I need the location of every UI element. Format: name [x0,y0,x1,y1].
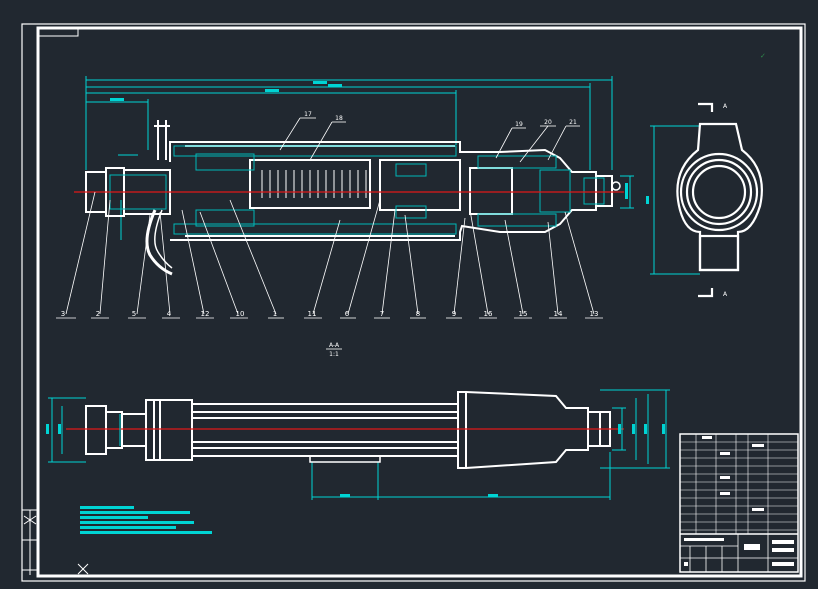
sheet-border [21,23,806,582]
right-dimensions [620,175,634,209]
part-number-3: 3 [61,310,65,318]
top-dimensions [85,76,613,240]
part-number-9: 9 [452,310,456,318]
corner-mark [77,563,89,575]
part-callouts: 3 2 5 4 12 10 1 11 6 7 8 9 16 1 [56,310,603,319]
part-number-5: 5 [132,310,136,318]
part-number-11: 11 [308,310,317,318]
part-number-7: 7 [380,310,384,318]
nozzle-end [611,181,621,191]
section-mark-top: A [723,103,728,110]
part-number-10: 10 [236,310,245,318]
part-number-8: 8 [416,310,420,318]
end-view: A A ✓ [646,52,766,298]
body-outline [85,120,613,276]
part-number-2: 2 [96,310,100,318]
leader-lines-top [279,117,580,163]
part-number-15: 15 [519,310,528,318]
part-number-13: 13 [590,310,599,318]
part-number-6: 6 [345,310,350,318]
part-number-21: 21 [569,119,577,126]
part-number-20: 20 [544,119,552,126]
technical-notes [80,506,212,534]
exterior-view [46,389,670,500]
top-part-callouts: 17 18 19 20 21 [304,111,577,128]
part-number-16: 16 [484,310,493,318]
section-label: A-A 1:1 [326,342,342,358]
part-number-18: 18 [335,115,343,122]
small-mark: ✓ [760,52,766,60]
part-number-14: 14 [554,310,563,318]
part-number-1: 1 [273,310,277,318]
part-number-12: 12 [201,310,210,318]
leader-lines [65,191,595,315]
section-label-top: A-A [329,342,340,349]
part-number-4: 4 [167,310,172,318]
section-mark-bottom: A [723,291,728,298]
binding-strip [22,509,38,575]
section-view: 3 2 5 4 12 10 1 11 6 7 8 9 16 1 [56,76,634,358]
part-number-19: 19 [515,121,523,128]
title-block [679,433,799,573]
part-number-17: 17 [304,111,312,118]
section-hatching [109,145,605,235]
section-label-bottom: 1:1 [329,351,339,358]
spring-coil [261,170,367,198]
